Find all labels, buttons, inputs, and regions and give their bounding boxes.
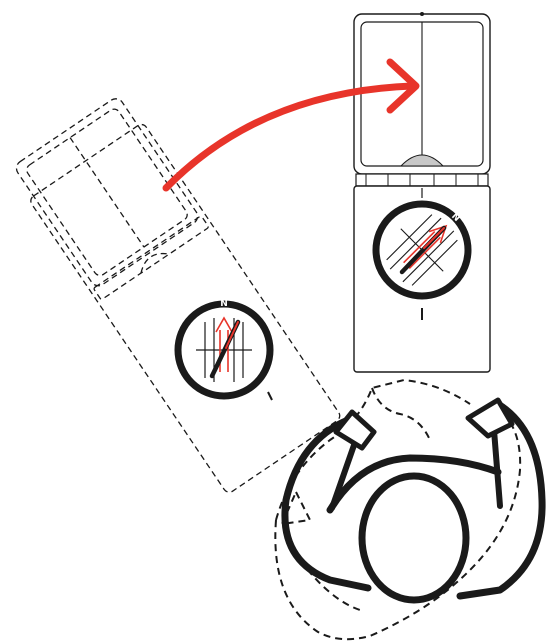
compass-dial-before: N bbox=[174, 299, 274, 401]
left-arm bbox=[281, 416, 372, 592]
ghost-hinge bbox=[93, 215, 209, 300]
rotation-arrow bbox=[162, 58, 420, 192]
rotation-arrow-shaft bbox=[162, 82, 416, 192]
sight-notch bbox=[399, 154, 445, 167]
hinge-segments bbox=[365, 174, 479, 186]
right-arm bbox=[456, 400, 546, 600]
orienting-lines-after bbox=[386, 214, 458, 286]
person-ghost-outline bbox=[274, 378, 522, 641]
rotation-arrow-head bbox=[386, 58, 420, 114]
right-hand bbox=[465, 397, 515, 439]
person-top-view bbox=[274, 378, 546, 641]
lid-hinge bbox=[355, 173, 489, 187]
needle-north-tip-before bbox=[225, 321, 239, 349]
compass-upright: N bbox=[353, 12, 491, 373]
ghost-compass-outline bbox=[15, 98, 341, 493]
ghost-sight-notch bbox=[140, 252, 170, 274]
ghost-baseplate bbox=[30, 123, 341, 493]
lid-top-dot bbox=[420, 12, 424, 16]
ghost-lid-center-line bbox=[69, 137, 145, 248]
shoulders bbox=[326, 454, 502, 514]
right-forearm bbox=[491, 427, 503, 509]
head bbox=[358, 472, 470, 604]
north-label-before: N bbox=[220, 299, 228, 309]
index-tick-before bbox=[267, 391, 273, 401]
needle-north-tip-after bbox=[423, 227, 445, 249]
ghost-lid bbox=[15, 98, 199, 287]
orienting-arrow-after bbox=[403, 224, 448, 269]
left-hand bbox=[333, 409, 377, 451]
orienting-arrow-before bbox=[215, 316, 233, 372]
